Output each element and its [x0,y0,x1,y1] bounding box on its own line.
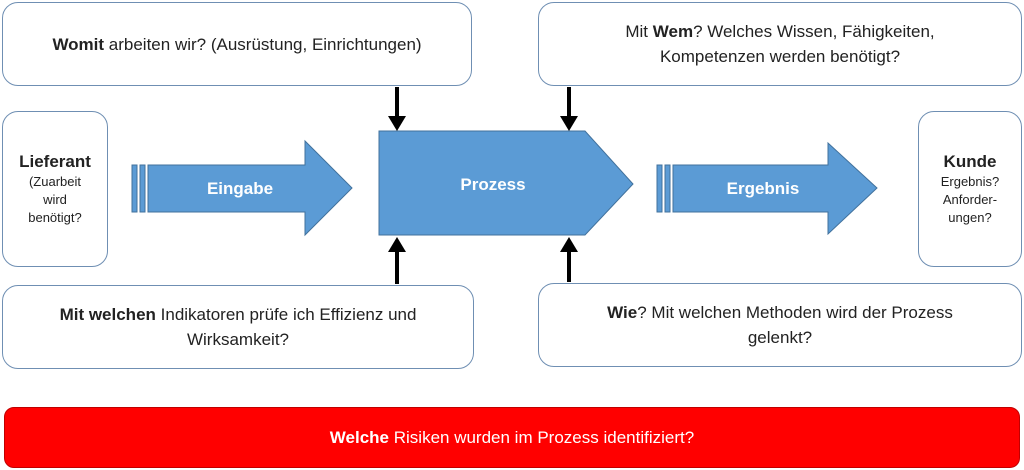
input-arrow-stripe-1 [131,164,138,213]
process-shape: Prozess [378,130,634,236]
resources-question-box: Womit arbeiten wir? (Ausrüstung, Einrich… [2,2,472,86]
methods-question-box: Wie? Mit welchen Methoden wird der Proze… [538,283,1022,367]
input-arrow-body [147,139,353,237]
process-label: Prozess [460,175,525,194]
indicators-question-line1: Indikatoren prüfe ich Effizienz und [155,305,417,324]
customer-box: Kunde Ergebnis? Anforder- ungen? [918,111,1022,267]
indicators-question-text: Mit welchen Indikatoren prüfe ich Effizi… [60,302,417,352]
supplier-title: Lieferant [19,152,91,171]
process-pentagon [378,130,634,236]
customer-title: Kunde [943,152,997,171]
methods-question-line2: gelenkt? [747,328,813,347]
resources-question-rest: arbeiten wir? (Ausrüstung, Einrichtungen… [104,34,422,54]
result-arrow-stripe-2 [664,164,671,213]
customer-line3: ungen? [948,210,992,225]
arrow-up-right [560,237,578,282]
competence-question-bold: Wem [652,22,694,41]
result-label: Ergebnis [727,179,800,198]
indicators-question-line2: Wirksamkeit? [186,330,289,349]
input-arrow: Eingabe [131,139,353,237]
arrow-down-left [388,87,406,131]
risk-rest: Risiken wurden im Prozess identifiziert? [389,427,695,447]
resources-question-bold: Womit [52,34,105,54]
competence-question-box: Mit Wem? Welches Wissen, Fähigkeiten, Kom… [538,2,1022,86]
risk-banner: Welche Risiken wurden im Prozess identif… [4,407,1020,468]
input-label: Eingabe [207,179,273,198]
supplier-line3: benötigt? [28,210,82,225]
methods-question-bold: Wie [607,303,638,322]
customer-line1: Ergebnis? [940,174,1000,189]
input-arrow-stripe-2 [139,164,146,213]
methods-question-text: Wie? Mit welchen Methoden wird der Proze… [607,300,953,350]
supplier-box: Lieferant (Zuarbeit wird benötigt? [2,111,108,267]
supplier-line2: wird [43,192,67,207]
result-arrow-stripe-1 [656,164,663,213]
competence-question-line2: Kompetenzen werden benötigt? [659,47,901,66]
resources-question-text: Womit arbeiten wir? (Ausrüstung, Einrich… [52,32,421,57]
methods-question-line1: ? Mit welchen Methoden wird der Prozess [637,303,953,322]
competence-question-prefix: Mit [625,22,653,41]
arrow-down-right [560,87,578,131]
competence-question-text: Mit Wem? Welches Wissen, Fähigkeiten, Kom… [625,19,934,69]
result-arrow: Ergebnis [656,141,878,236]
indicators-question-bold: Mit welchen [59,305,156,324]
risk-text: Welche Risiken wurden im Prozess identif… [330,428,694,448]
arrow-up-left [388,237,406,284]
indicators-question-box: Mit welchen Indikatoren prüfe ich Effizi… [2,285,474,369]
supplier-line1: (Zuarbeit [28,174,81,189]
result-arrow-body [672,141,878,236]
competence-question-line1: ? Welches Wissen, Fähigkeiten, [693,22,935,41]
risk-bold: Welche [329,427,390,447]
customer-line2: Anforder- [942,192,998,207]
